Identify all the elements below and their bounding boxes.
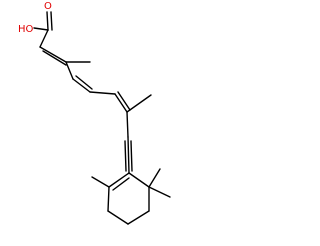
bond-c2-c3-double-b	[42, 50, 67, 66]
bond-ring-6-double-b	[112, 177, 130, 191]
bond-c-oh	[33, 27, 49, 31]
bond-alkyne-c	[130, 140, 133, 172]
label-oxygen: O	[44, 1, 52, 12]
bond-c4-c5-double-a	[72, 78, 91, 93]
bond-alkyne-a	[127, 136, 130, 174]
bond-c-o-double-b	[50, 11, 53, 31]
bond-c5-c6	[89, 91, 116, 95]
bond-c6-c7-double-b	[117, 91, 131, 111]
bond-gem-methyl-1	[148, 168, 161, 188]
bond-ring-4	[107, 210, 129, 225]
bond-c4-c5-double-b	[75, 75, 93, 90]
bond-alkyne-b	[124, 140, 127, 172]
label-hydroxyl: HO	[18, 24, 34, 35]
bond-c7-methyl	[126, 94, 152, 113]
bond-c-o-double-a	[46, 11, 49, 31]
bond-ring-5	[107, 186, 110, 212]
bond-c7-c8	[126, 111, 129, 138]
bond-c6-c7-double-a	[114, 93, 128, 113]
bond-ring-6-double-a	[108, 172, 130, 188]
bond-c3-c4	[65, 61, 74, 80]
bond-c2-c3-double-a	[39, 46, 67, 63]
bond-ring-1	[128, 172, 150, 188]
bond-ring-3	[127, 210, 150, 225]
structure-diagram: O HO	[18, 1, 171, 225]
bond-gem-methyl-2	[148, 186, 171, 198]
bonds	[33, 11, 171, 225]
bond-ring-methyl	[91, 176, 110, 188]
bond-c1-c2	[39, 29, 49, 48]
